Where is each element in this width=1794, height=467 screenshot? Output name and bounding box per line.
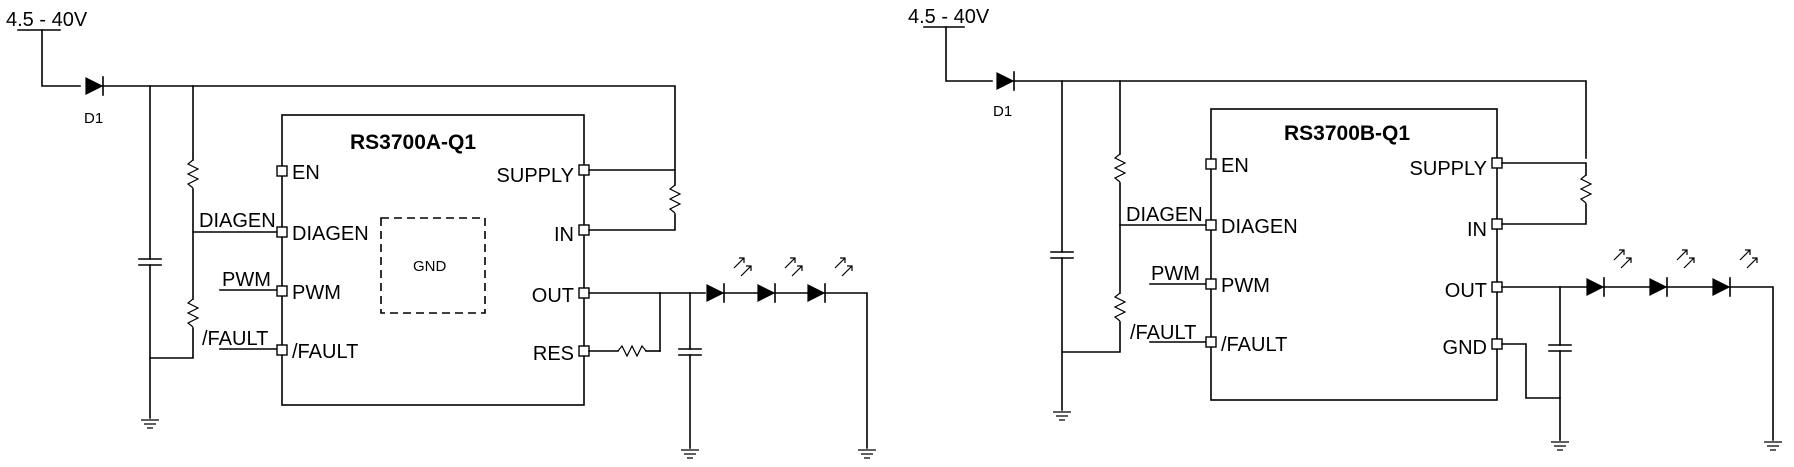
pin-pwm	[276, 285, 288, 297]
pin-en	[276, 165, 288, 177]
pin-label-fault: /FAULT	[292, 341, 358, 363]
chip-body	[1210, 108, 1498, 401]
supply-voltage-label: 4.5 - 40V	[908, 6, 990, 28]
led-3-light-arrows	[834, 257, 853, 277]
pin-label-en: EN	[1221, 155, 1249, 177]
pin-out	[1491, 281, 1503, 293]
ground-symbol	[1052, 411, 1072, 421]
diode-d1-symbol	[85, 76, 104, 96]
pin-label-diagen: DIAGEN	[1221, 216, 1298, 238]
net-label-fault: /FAULT	[1130, 322, 1196, 344]
ground-symbol	[680, 449, 700, 459]
diode-d1-label: D1	[84, 110, 103, 127]
net-label-pwm: PWM	[1151, 263, 1200, 285]
led-2-light-arrows	[1676, 249, 1695, 269]
net-label-fault: /FAULT	[202, 328, 268, 350]
ground-symbol	[140, 419, 160, 429]
chip-body	[281, 114, 585, 406]
diode-d1-label: D1	[993, 103, 1012, 120]
pin-in	[578, 224, 590, 236]
led-1-light-arrows	[1613, 249, 1632, 269]
pin-out	[578, 287, 590, 299]
net-label-pwm: PWM	[222, 269, 271, 291]
pin-supply	[578, 164, 590, 176]
pin-label-in: IN	[554, 224, 574, 246]
pin-label-in: IN	[1467, 219, 1487, 241]
pin-label-pwm: PWM	[1221, 275, 1270, 297]
pullup-resistor-top-symbol	[187, 159, 199, 189]
net-label-diagen: DIAGEN	[199, 210, 276, 232]
led-3-symbol	[807, 283, 826, 303]
pin-supply	[1491, 157, 1503, 169]
pin-label-diagen: DIAGEN	[292, 223, 369, 245]
supply-resistor-symbol	[1580, 174, 1592, 204]
pin-label-res: RES	[533, 343, 574, 365]
led-3-light-arrows	[1739, 249, 1758, 269]
diode-d1-symbol	[996, 71, 1015, 91]
led-1-symbol	[706, 283, 725, 303]
output-capacitor-symbol	[678, 348, 702, 356]
input-capacitor-symbol	[138, 258, 162, 266]
led-2-symbol	[1649, 277, 1668, 297]
sense-resistor-symbol	[617, 345, 647, 357]
pin-label-supply: SUPPLY	[497, 165, 574, 187]
pin-fault	[276, 344, 288, 356]
supply-voltage-label: 4.5 - 40V	[6, 9, 88, 31]
pullup-resistor-bottom-symbol	[187, 298, 199, 328]
pin-label-out: OUT	[1445, 280, 1487, 302]
pullup-resistor-top-symbol	[1114, 153, 1126, 183]
gnd-pad-label: GND	[413, 258, 447, 275]
pin-fault	[1205, 336, 1217, 348]
pin-diagen	[276, 226, 288, 238]
input-capacitor-symbol	[1050, 251, 1074, 259]
chip-title: RS3700A-Q1	[350, 131, 476, 154]
pin-gnd	[1491, 338, 1503, 350]
led-1-light-arrows	[733, 257, 752, 277]
pin-res	[578, 345, 590, 357]
pin-label-en: EN	[292, 162, 320, 184]
pin-label-supply: SUPPLY	[1410, 158, 1487, 180]
left-circuit: 4.5 - 40V D1 DIAGEN PWM /FAULT RS3700A-Q…	[6, 9, 877, 459]
pin-in	[1491, 218, 1503, 230]
led-3-symbol	[1712, 277, 1731, 297]
led-2-light-arrows	[784, 257, 803, 277]
output-capacitor-symbol	[1548, 344, 1572, 352]
pin-label-gnd: GND	[1443, 337, 1487, 359]
pin-label-out: OUT	[532, 285, 574, 307]
pin-label-fault: /FAULT	[1221, 334, 1287, 356]
ground-symbol	[857, 449, 877, 459]
ground-symbol	[1550, 441, 1570, 451]
supply-resistor-symbol	[669, 184, 681, 214]
led-1-symbol	[1586, 277, 1605, 297]
led-2-symbol	[757, 283, 776, 303]
chip-title: RS3700B-Q1	[1284, 122, 1410, 145]
pin-diagen	[1205, 219, 1217, 231]
pullup-resistor-bottom-symbol	[1114, 292, 1126, 322]
gnd-pad-outline	[380, 217, 486, 314]
pin-en	[1205, 158, 1217, 170]
pin-label-pwm: PWM	[292, 282, 341, 304]
net-label-diagen: DIAGEN	[1126, 204, 1203, 226]
ground-symbol	[1763, 441, 1783, 451]
right-circuit: 4.5 - 40V D1 DIAGEN PWM /FAULT RS3700B-Q…	[908, 6, 1783, 451]
pin-pwm	[1205, 278, 1217, 290]
